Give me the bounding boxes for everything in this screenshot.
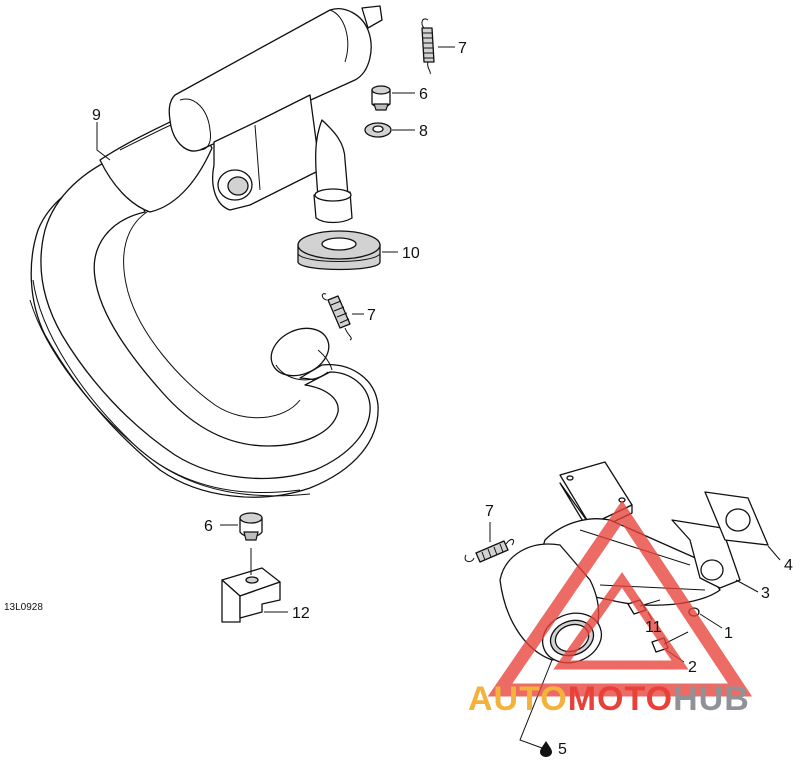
callout-labels: 7 6 8 9 10 7 6 12 7 4 3 1 11 2 5 13L0928 [4,40,793,758]
callout-2: 2 [688,659,697,676]
washer-8 [364,122,392,138]
callout-7-middle: 7 [367,307,376,324]
callout-11: 11 [645,619,662,636]
callout-6-top: 6 [419,86,428,103]
support-bracket [221,548,281,623]
callout-8: 8 [419,123,428,140]
callout-1: 1 [724,625,733,642]
rubber-mount-top [371,85,391,111]
callout-5: 5 [558,741,567,758]
callout-3: 3 [761,585,770,602]
spring-top [421,18,435,75]
callout-9: 9 [92,107,101,124]
grommet-10 [297,230,381,271]
watermark-text: AUTOMOTOHUB [468,680,750,718]
callout-12: 12 [292,605,310,622]
watermark-triangle [487,500,753,697]
sealant-drop-icon [540,741,552,757]
callout-10: 10 [402,245,420,262]
callout-6-bottom: 6 [204,518,213,535]
automotohub-watermark: AUTOMOTOHUB [468,500,753,718]
callout-7-bottom: 7 [485,503,494,520]
callout-4: 4 [784,557,793,574]
callout-7-top: 7 [458,40,467,57]
figure-reference: 13L0928 [4,602,43,613]
spring-middle [321,293,352,341]
rubber-mount-bottom [239,512,263,541]
watermark-inner-triangle [553,572,689,670]
spring-bottom [464,538,515,563]
muffler [168,5,383,224]
